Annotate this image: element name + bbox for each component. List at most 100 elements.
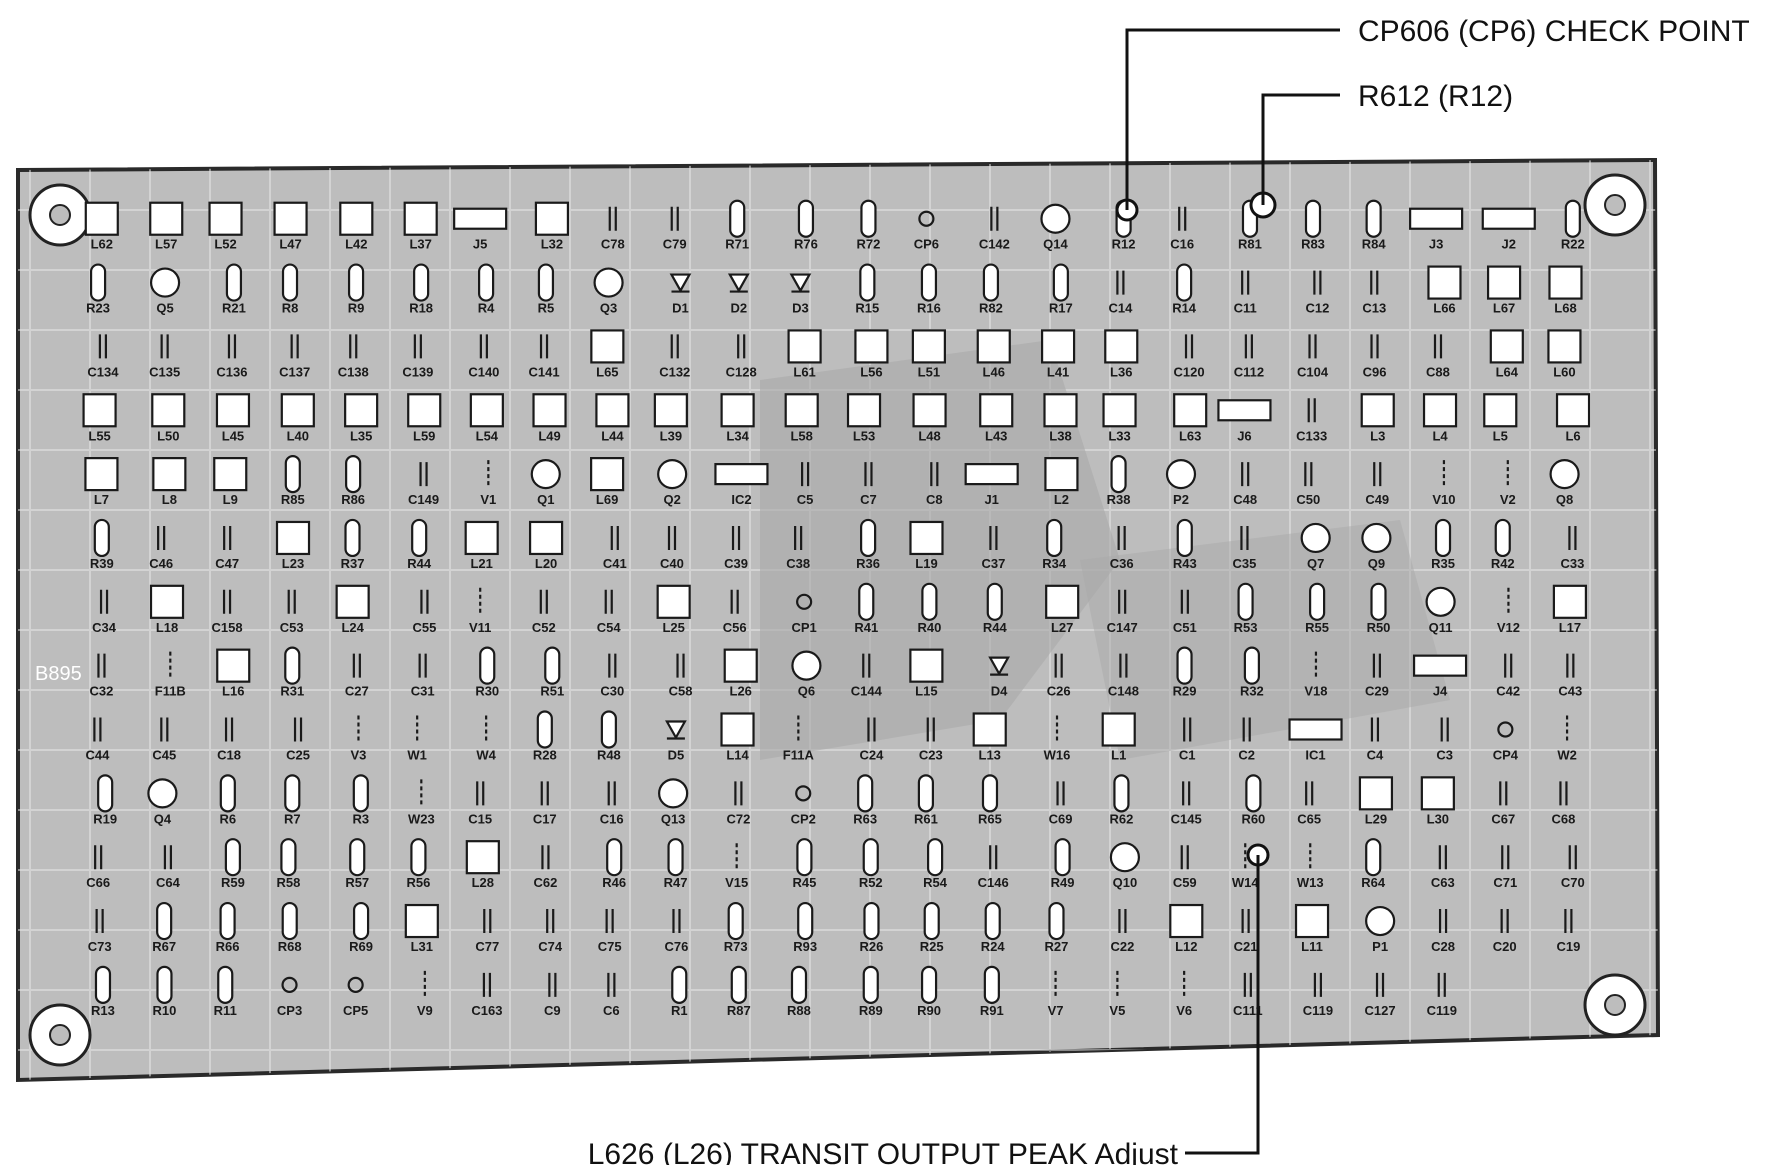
pcb-component: L1 (1101, 712, 1136, 763)
component-label: R65 (978, 811, 1002, 826)
diode-icon (727, 273, 750, 293)
resistor-icon (1365, 199, 1382, 238)
capacitor-icon (604, 589, 613, 614)
resistor-icon (797, 901, 814, 941)
pcb-component: C43 (1558, 653, 1582, 699)
pcb-component: C137 (279, 334, 310, 379)
component-label: CP2 (791, 811, 816, 826)
component-label: D3 (792, 301, 809, 316)
component-label: L51 (918, 364, 940, 379)
coil-icon (82, 393, 117, 428)
component-label: L37 (409, 237, 431, 252)
pcb-component: C12 (1305, 270, 1329, 316)
component-label: C18 (217, 748, 241, 763)
component-label: J1 (984, 492, 998, 507)
pcb-component: IC2 (714, 463, 769, 507)
resistor-icon (156, 965, 173, 1004)
capacitor-icon (1564, 909, 1573, 934)
pcb-component: Q4 (147, 778, 178, 826)
pcb-component: C3 (1436, 717, 1453, 763)
pcb-component: L8 (152, 457, 187, 507)
pcb-component: C62 (534, 845, 558, 890)
component-label: R47 (664, 875, 688, 890)
component-label: C7 (860, 492, 877, 507)
component-label: C9 (544, 1003, 561, 1018)
pcb-component: R1 (671, 965, 688, 1018)
pcb-component: C66 (86, 845, 110, 890)
pcb-component: R29 (1173, 646, 1196, 699)
component-label: C74 (538, 939, 563, 954)
pcb-component: C29 (1365, 653, 1389, 699)
pcb-component: R41 (854, 582, 878, 635)
pcb-component: Q7 (1300, 522, 1331, 571)
pcb-component: L35 (344, 393, 379, 443)
capacitor-icon (667, 525, 677, 550)
component-label: J2 (1502, 237, 1516, 252)
resistor-icon (94, 965, 112, 1004)
capacitor-icon (1373, 462, 1382, 487)
component-label: C147 (1107, 620, 1138, 635)
component-label: L24 (341, 620, 364, 635)
resistor-icon (920, 965, 938, 1004)
component-label: Q13 (661, 811, 686, 826)
capacitor-icon (539, 334, 549, 359)
transistor-icon (1040, 203, 1071, 234)
coil-icon (909, 648, 944, 683)
pcb-component: C39 (724, 525, 748, 571)
component-label: C35 (1233, 556, 1257, 571)
component-label: C48 (1233, 492, 1257, 507)
pcb-component: L52 (208, 201, 243, 252)
pcb-component: L15 (909, 648, 944, 699)
pcb-component: L58 (784, 393, 819, 443)
component-label: R53 (1234, 620, 1258, 635)
pcb-component: R68 (278, 901, 302, 954)
component-label: L8 (162, 492, 177, 507)
component-label: R68 (278, 939, 302, 954)
component-label: L3 (1370, 428, 1385, 443)
coil-icon (595, 393, 630, 428)
component-label: W14 (1232, 875, 1260, 890)
component-label: C72 (726, 811, 750, 826)
resistor-icon (1046, 518, 1063, 558)
pcb-component: L38 (1043, 393, 1078, 443)
pcb-component: R67 (152, 901, 176, 954)
pcb-component: R89 (859, 965, 883, 1018)
capacitor-icon (1372, 653, 1381, 678)
component-label: C36 (1110, 556, 1134, 571)
component-label: L49 (538, 428, 560, 443)
component-label: L35 (350, 428, 372, 443)
pcb-component: R8 (282, 263, 298, 316)
component-label: C62 (534, 875, 558, 890)
component-label: J4 (1433, 684, 1448, 699)
pcb-component: L45 (215, 393, 251, 443)
pcb-component: L69 (590, 457, 625, 507)
coil-icon (1422, 393, 1458, 428)
pcb-component: L65 (590, 329, 625, 379)
capacitor-icon (539, 589, 548, 614)
coil-icon (1486, 265, 1522, 300)
resistor-icon (410, 838, 427, 877)
pcb-component: V10 (1432, 460, 1456, 507)
check-point-icon (347, 976, 364, 993)
coil-icon (787, 329, 822, 364)
pcb-component: R86 (341, 455, 365, 507)
pcb-component: R47 (664, 838, 688, 890)
component-label: L48 (918, 428, 940, 443)
component-label: C51 (1173, 620, 1197, 635)
resistor-icon (727, 901, 744, 941)
pcb-component: IC1 (1288, 718, 1343, 763)
pcb-component: L4 (1422, 393, 1458, 443)
component-label: W1 (407, 748, 427, 763)
pcb-component: R49 (1051, 838, 1075, 890)
coil-icon (972, 712, 1007, 747)
pcb-component: V18 (1304, 651, 1328, 699)
component-label: R17 (1049, 301, 1073, 316)
pcb-component: R90 (917, 965, 941, 1018)
component-label: CP6 (914, 237, 939, 252)
pcb-component: C134 (87, 334, 119, 379)
capacitor-icon (413, 334, 422, 359)
coil-icon (1489, 329, 1524, 364)
component-label: L12 (1175, 939, 1197, 954)
pcb-component: C46 (149, 525, 173, 571)
pcb-component: P1 (1365, 905, 1396, 954)
